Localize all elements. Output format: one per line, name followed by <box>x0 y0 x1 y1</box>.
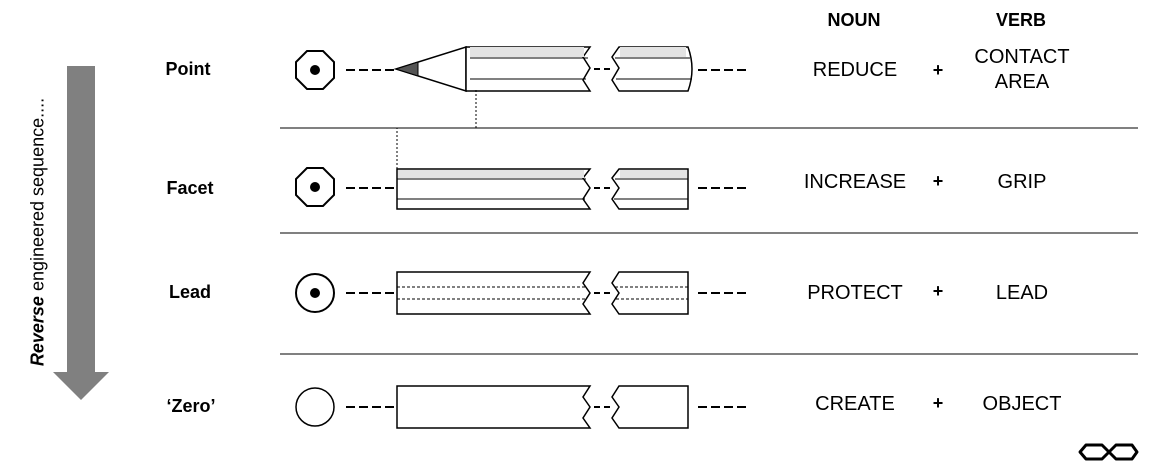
noun-cell: REDUCE <box>812 59 898 81</box>
verb-line-1: CONTACT <box>974 46 1070 68</box>
infinity-logo-icon <box>1078 443 1139 461</box>
verb-cell: OBJECT <box>982 393 1062 415</box>
row-label-point: Point <box>165 59 211 79</box>
row-label-zero: ‘Zero’ <box>166 396 216 416</box>
plus-sign: + <box>932 171 944 191</box>
noun-cell: PROTECT <box>807 282 903 304</box>
noun-cell: CREATE <box>815 393 895 415</box>
pencil-zero-drawing <box>295 385 748 429</box>
noun-cell: INCREASE <box>803 171 907 193</box>
verb-cell: GRIP <box>997 171 1047 193</box>
down-arrow-icon <box>53 66 109 400</box>
pencil-point-drawing <box>295 45 748 93</box>
row-label-lead: Lead <box>168 282 211 302</box>
side-label-rest: engineered sequence.... <box>27 97 48 297</box>
pencil-facet-drawing <box>295 167 748 210</box>
verb-cell: CONTACT AREA <box>952 45 1092 95</box>
side-label-emphasis: Reverse <box>27 296 48 367</box>
plus-sign: + <box>932 393 944 413</box>
projection-line <box>396 90 477 170</box>
plus-sign: + <box>932 281 944 301</box>
pencil-lead-drawing <box>295 271 748 315</box>
row-label-facet: Facet <box>166 178 214 198</box>
verb-cell: LEAD <box>995 282 1049 304</box>
noun-column-header: NOUN <box>827 10 881 30</box>
verb-line-2: AREA <box>994 71 1050 93</box>
verb-column-header: VERB <box>995 10 1046 30</box>
plus-sign: + <box>932 60 944 80</box>
